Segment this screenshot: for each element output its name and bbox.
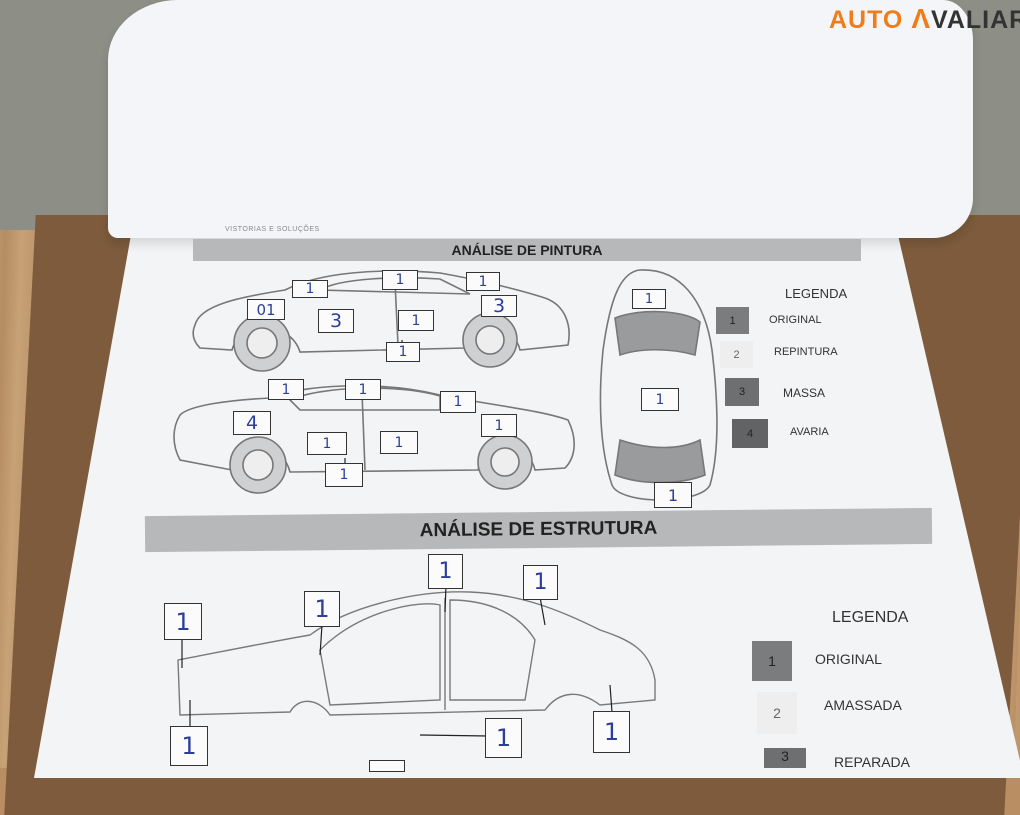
logo-chevron-icon: Λ — [911, 3, 932, 34]
legend-swatch-repintura: 2 — [720, 341, 753, 368]
car-structure-frame — [177, 591, 656, 716]
legend-swatch-original: 1 — [716, 307, 749, 334]
structure-legend-swatch-amassada: 2 — [757, 692, 797, 734]
sheet-caption: VISTORIAS E SOLUÇÕES — [225, 226, 320, 233]
auto-avaliar-logo: AUTO ΛVALIAR — [829, 3, 1020, 35]
structure-mark-rear-wheel-arch: 1 — [593, 711, 630, 753]
paint-mark-roof-front: 1 — [292, 280, 328, 298]
lifted-page — [108, 0, 973, 238]
car-side-view-2 — [173, 384, 575, 494]
paint-mark-roof-rear: 1 — [466, 272, 500, 291]
paint-mark-side2-sill: 1 — [325, 463, 363, 487]
paint-mark-hood: 01 — [247, 299, 285, 320]
structure-legend-label-amassada: AMASSADA — [824, 697, 902, 713]
paint-mark-side2-rear-door: 1 — [380, 431, 418, 454]
paint-mark-top-front: 1 — [632, 289, 666, 309]
structure-mark-b-pillar-top: 1 — [428, 554, 463, 589]
legend-label-original: ORIGINAL — [769, 314, 822, 326]
paint-mark-side2-front-door: 1 — [307, 432, 347, 455]
structure-mark-rocker: 1 — [485, 718, 522, 758]
legend-swatch-massa: 3 — [725, 378, 759, 406]
paint-mark-side2-trunk-top: 1 — [440, 391, 476, 413]
structure-mark-c-pillar: 1 — [523, 565, 558, 600]
paint-mark-side2-roof-mid: 1 — [345, 379, 381, 400]
logo-text-right: VALIAR — [931, 6, 1020, 34]
car-diagrams — [173, 269, 718, 737]
structure-legend-label-original: ORIGINAL — [815, 651, 882, 667]
paint-mark-top-roof: 1 — [641, 388, 679, 411]
structure-mark-partial — [369, 760, 405, 772]
paint-mark-trunk: 3 — [481, 295, 517, 317]
paint-mark-side2-roof-front: 1 — [268, 379, 304, 400]
paint-mark-side2-front-fender: 4 — [233, 411, 271, 435]
structure-legend-title: LEGENDA — [832, 609, 909, 626]
legend-label-repintura: REPINTURA — [774, 346, 838, 358]
paint-mark-roof-mid: 1 — [382, 270, 418, 290]
car-top-view — [599, 269, 718, 501]
structure-mark-front-frame: 1 — [164, 603, 202, 640]
paint-mark-front-door: 3 — [318, 309, 354, 333]
car-side-view-1 — [192, 270, 570, 372]
logo-text-left: AUTO — [829, 6, 904, 34]
paint-mark-top-rear: 1 — [654, 482, 692, 508]
structure-mark-a-pillar: 1 — [304, 591, 340, 627]
structure-legend-swatch-reparada: 3 — [764, 748, 806, 768]
paint-legend-title: LEGENDA — [785, 286, 848, 301]
paint-mark-sill: 1 — [386, 342, 420, 362]
paint-mark-side2-rear-fender: 1 — [481, 414, 517, 437]
structure-mark-front-lower: 1 — [170, 726, 208, 766]
paint-mark-rear-door: 1 — [398, 310, 434, 331]
structure-legend-swatch-original: 1 — [752, 641, 792, 681]
legend-label-avaria: AVARIA — [790, 426, 829, 438]
paint-section-title: ANÁLISE DE PINTURA — [193, 239, 861, 261]
legend-swatch-avaria: 4 — [732, 419, 768, 448]
structure-legend-label-reparada: REPARADA — [834, 754, 910, 770]
legend-label-massa: MASSA — [783, 386, 826, 400]
